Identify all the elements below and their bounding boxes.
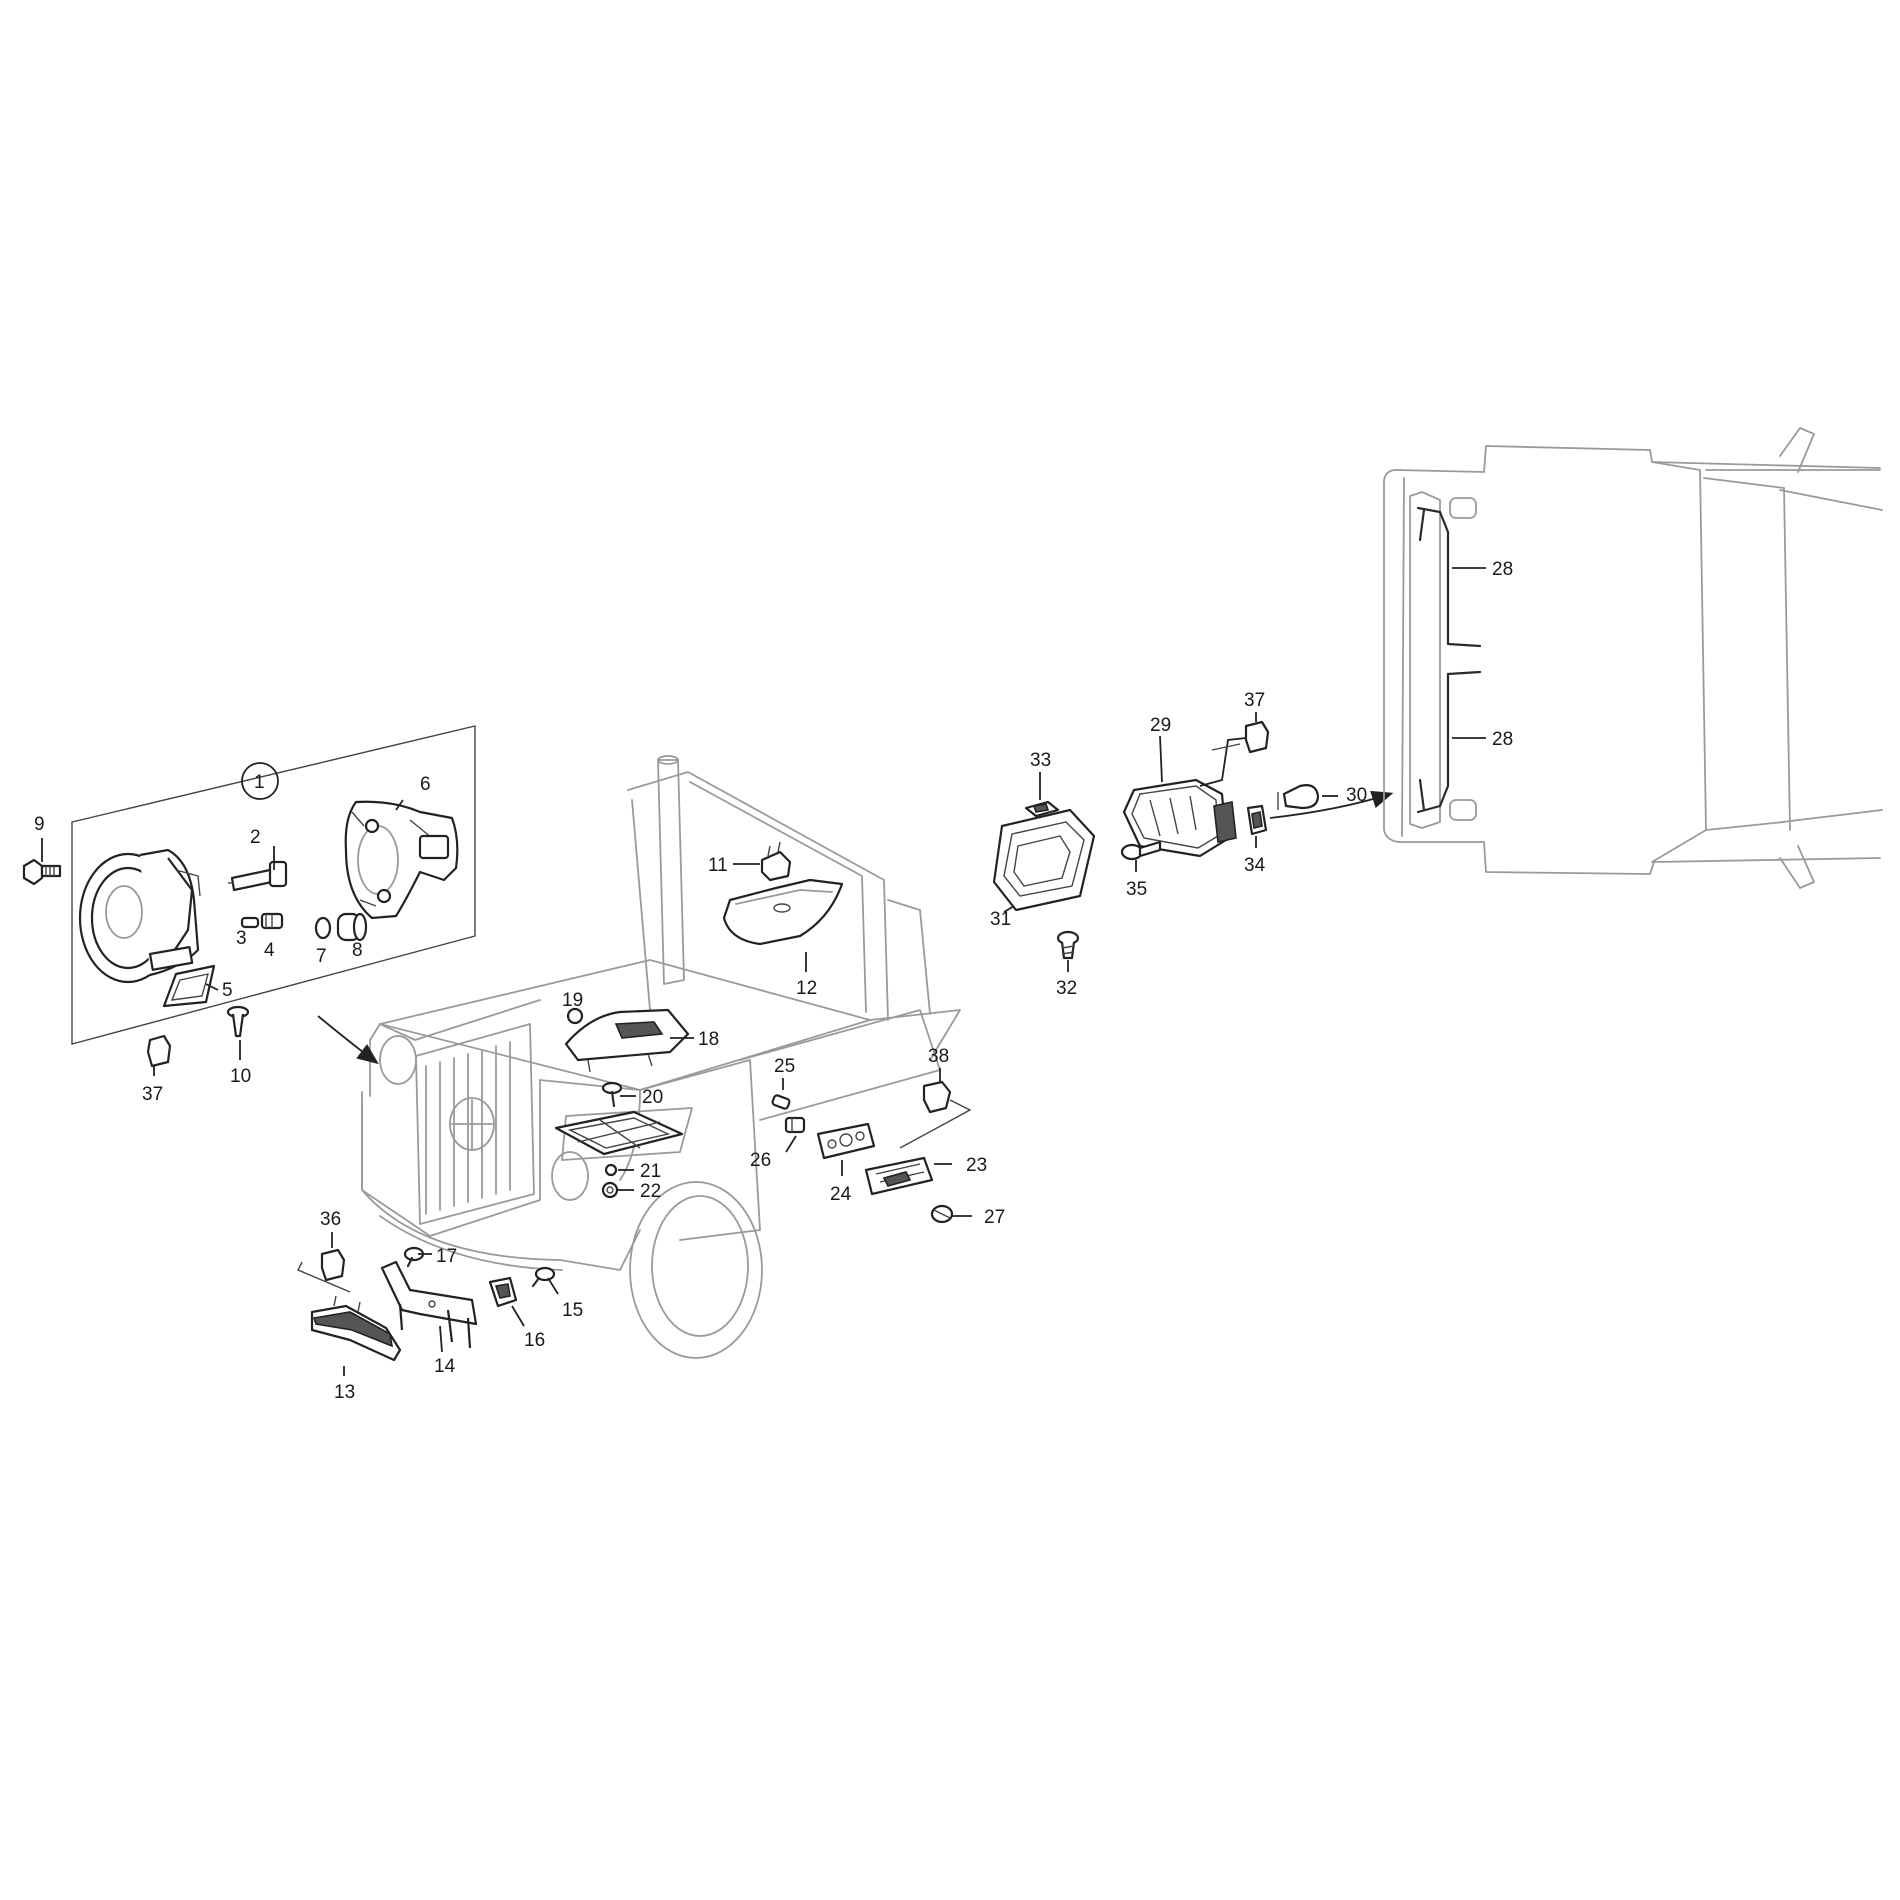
frame-part-31 <box>992 808 1096 912</box>
callout-labels: 1 2 3 4 5 6 7 8 9 10 11 12 13 14 15 16 1… <box>34 559 1513 1403</box>
socket-part-4 <box>260 912 284 930</box>
screw-part-10 <box>226 1005 250 1038</box>
bulb-part-30 <box>1277 784 1320 810</box>
drl-lamp-part-13 <box>310 1295 402 1362</box>
label-31: 31 <box>990 909 1011 930</box>
assembly-outline-box <box>71 725 476 1045</box>
socket-part-34 <box>1246 804 1268 836</box>
clip-part-37-left <box>146 1034 172 1068</box>
clip-part-16 <box>488 1276 518 1308</box>
headlight-assembly-group <box>22 725 476 1068</box>
lamp-cover-part-12 <box>722 878 844 946</box>
screw-part-27 <box>930 1204 954 1224</box>
label-10: 10 <box>230 1066 251 1087</box>
gasket-part-24 <box>816 1122 876 1160</box>
label-28a: 28 <box>1492 559 1513 580</box>
small-bulb-part-3 <box>240 916 260 929</box>
screw-part-32 <box>1056 930 1080 960</box>
label-23: 23 <box>966 1155 987 1176</box>
label-5: 5 <box>222 980 233 1001</box>
clip-part-37-right <box>1244 720 1270 754</box>
marker-lens-part-23 <box>864 1156 934 1196</box>
label-17: 17 <box>436 1246 457 1267</box>
washer-part-7 <box>314 916 332 940</box>
label-28b: 28 <box>1492 729 1513 750</box>
hood-lamp-plate <box>554 1110 684 1156</box>
label-37-right: 37 <box>1244 690 1265 711</box>
socket-part-26 <box>784 1116 806 1134</box>
clip-part-33 <box>1024 800 1060 818</box>
label-14: 14 <box>434 1356 456 1377</box>
hood-lamp-part-18 <box>564 1008 690 1073</box>
screw-part-35 <box>1120 840 1162 861</box>
label-7: 7 <box>316 946 327 967</box>
label-2: 2 <box>250 827 261 848</box>
bracket-part-14 <box>380 1260 478 1349</box>
label-13: 13 <box>334 1382 355 1403</box>
washer-part-22 <box>601 1181 619 1199</box>
vehicle-rear-outline <box>1383 427 1883 889</box>
pointer-arrow-rear <box>1269 790 1394 819</box>
label-27: 27 <box>984 1207 1005 1228</box>
vehicle-front-outline <box>361 755 961 1359</box>
label-12: 12 <box>796 978 817 999</box>
leader-lines <box>41 567 1486 1376</box>
bulb-part-2 <box>228 860 288 892</box>
cap-part-8 <box>336 912 368 942</box>
clip-part-38 <box>922 1080 952 1114</box>
label-9: 9 <box>34 814 45 835</box>
bulb-part-25 <box>771 1094 791 1110</box>
headlamp-housing-part <box>78 848 201 984</box>
label-19: 19 <box>562 990 583 1011</box>
label-21: 21 <box>640 1161 661 1182</box>
label-33: 33 <box>1030 750 1051 771</box>
reflector-housing-part-6 <box>344 800 459 920</box>
label-18: 18 <box>698 1029 719 1050</box>
label-15: 15 <box>562 1300 583 1321</box>
label-37-left: 37 <box>142 1084 163 1105</box>
label-4: 4 <box>264 940 275 961</box>
label-22: 22 <box>640 1181 661 1202</box>
label-36: 36 <box>320 1209 341 1230</box>
lens-part-5 <box>162 964 216 1008</box>
label-38: 38 <box>928 1046 949 1067</box>
label-34: 34 <box>1244 855 1266 876</box>
label-20: 20 <box>642 1087 663 1108</box>
bulb-part-19 <box>566 1007 584 1025</box>
pointer-arrow-headlight <box>317 1015 379 1065</box>
label-30: 30 <box>1346 785 1367 806</box>
label-26: 26 <box>750 1150 771 1171</box>
label-24: 24 <box>830 1184 852 1205</box>
label-29: 29 <box>1150 715 1171 736</box>
label-3: 3 <box>236 928 247 949</box>
label-11: 11 <box>708 855 728 876</box>
screw-part-9 <box>22 858 62 886</box>
label-35: 35 <box>1126 879 1147 900</box>
assembly-circle-1 <box>241 762 279 800</box>
label-32: 32 <box>1056 978 1077 999</box>
nut-part-21 <box>604 1163 618 1177</box>
label-8: 8 <box>352 940 363 961</box>
clip-part-36 <box>320 1248 346 1282</box>
screw-part-15 <box>531 1266 556 1288</box>
label-25: 25 <box>774 1056 795 1077</box>
screw-part-17 <box>403 1246 425 1268</box>
label-1: 1 <box>254 772 265 793</box>
screw-part-20 <box>601 1081 623 1108</box>
label-16: 16 <box>524 1330 545 1351</box>
label-6: 6 <box>420 774 431 795</box>
clip-part-11 <box>760 841 792 882</box>
lamp-part-29 <box>1122 778 1237 858</box>
